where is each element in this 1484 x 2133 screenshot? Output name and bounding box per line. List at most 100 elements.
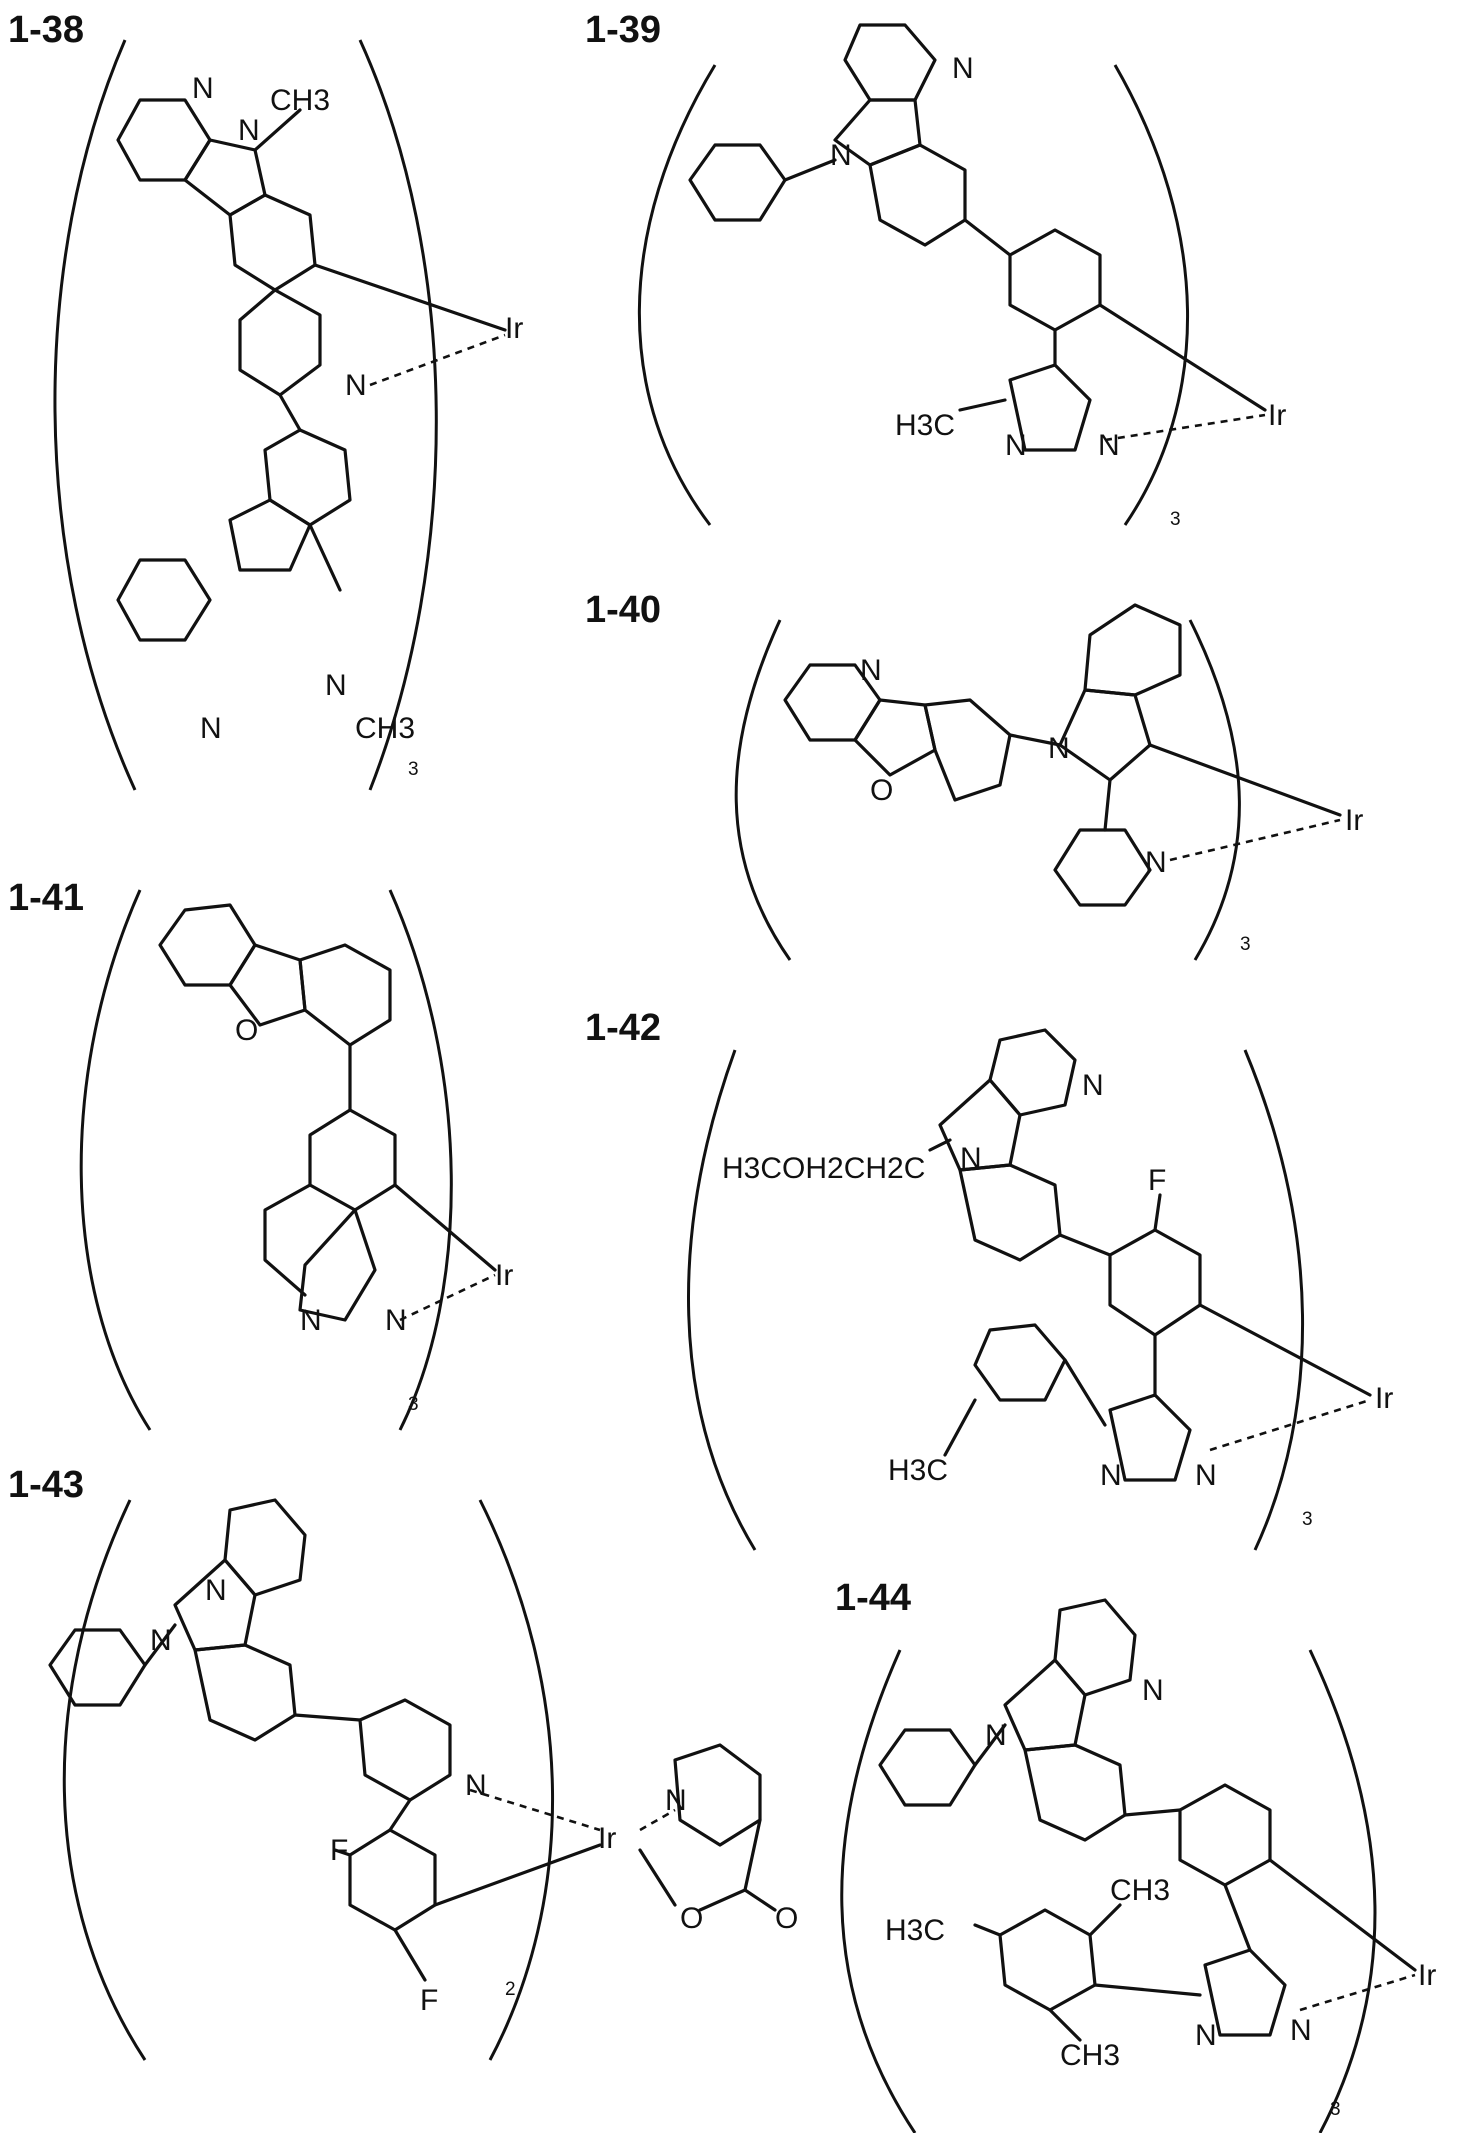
methyl-bond <box>1090 1905 1120 1935</box>
pyrrole-ring <box>1005 1660 1085 1750</box>
benzene-ring <box>230 195 315 290</box>
atom-label: CH3 <box>1110 1874 1170 1907</box>
left-bracket <box>55 40 135 790</box>
benzene-ring <box>160 905 255 985</box>
compound-label: 1-41 <box>8 877 84 919</box>
ir-carbon-bond <box>435 1845 600 1905</box>
atom-label: N <box>1195 2019 1217 2052</box>
atom-label: N <box>830 139 852 172</box>
fluoro-bond <box>1155 1195 1160 1230</box>
pyrrole-ring <box>185 140 265 215</box>
atom-label: F <box>420 1984 438 2017</box>
compound-label: 1-44 <box>835 1577 911 1619</box>
atom-label: H3C <box>885 1914 945 1947</box>
pyridine-ring <box>360 1700 450 1800</box>
pyridine-ring <box>1055 1600 1135 1695</box>
left-bracket <box>688 1050 755 1550</box>
atom-label: CH3 <box>270 84 330 117</box>
compound-label: 1-39 <box>585 9 661 51</box>
benzene-ring <box>870 145 965 245</box>
compound-1-38: 1-38 N N CH3 N N N CH3 Ir 3 <box>8 9 523 790</box>
n-aryl-bond <box>1095 1985 1200 1995</box>
methyl-bond <box>310 525 340 590</box>
methyl-bond <box>1050 2010 1080 2040</box>
atom-label: N <box>665 1784 687 1817</box>
compound-1-39: 1-39 N N H3C N N Ir 3 <box>585 9 1286 530</box>
ir-nitrogen-coordination <box>1170 820 1340 860</box>
right-bracket <box>1115 65 1188 525</box>
alkyl-bond <box>930 1140 950 1150</box>
metal-label: Ir <box>495 1259 513 1292</box>
ir-nitrogen-coordination <box>1105 415 1265 440</box>
atom-label: H3COH2CH2C <box>722 1152 925 1185</box>
left-bracket <box>81 890 150 1430</box>
metal-label: Ir <box>1268 399 1286 432</box>
multiplicity: 3 <box>1170 509 1181 530</box>
multiplicity: 2 <box>505 1979 516 2000</box>
benzene-ring <box>960 1165 1060 1260</box>
n-phenyl-bond <box>785 160 835 180</box>
left-bracket <box>842 1650 915 2133</box>
right-bracket <box>1245 1050 1303 1550</box>
pyrrole-ring <box>230 500 310 570</box>
atom-label: N <box>952 52 974 85</box>
linker-bond <box>390 1800 410 1830</box>
right-bracket <box>390 890 451 1430</box>
atom-label: N <box>1048 732 1070 765</box>
multiplicity: 3 <box>1302 1509 1313 1530</box>
carboxylate-bonds <box>700 1820 760 1910</box>
phenyl-ring <box>690 145 785 220</box>
atom-label: N <box>1098 429 1120 462</box>
n-aryl-bond <box>1065 1360 1105 1425</box>
atom-label: N <box>1290 2014 1312 2047</box>
ir-carbon-bond <box>395 1185 495 1270</box>
metal-label: Ir <box>1418 1959 1436 1992</box>
atom-label: N <box>465 1769 487 1802</box>
furan-ring <box>230 945 305 1025</box>
compound-1-40: 1-40 N O N N Ir 3 <box>585 589 1363 960</box>
atom-label: H3C <box>888 1454 948 1487</box>
atom-label: O <box>680 1902 703 1935</box>
atom-label: CH3 <box>1060 2039 1120 2072</box>
atom-label: N <box>238 114 260 147</box>
metal-label: Ir <box>505 312 523 345</box>
phenyl-ring <box>1180 1785 1270 1885</box>
pyridine-ring <box>118 100 210 180</box>
pyridine-ring <box>990 1030 1075 1115</box>
central-pyridine-ring <box>240 290 320 395</box>
imidazole-ring <box>1205 1950 1285 2035</box>
benzene-ring <box>1025 1745 1125 1840</box>
benzene-ring <box>265 430 350 525</box>
atom-label: N <box>385 1304 407 1337</box>
atom-label: N <box>1195 1459 1217 1492</box>
benzene-ring <box>925 700 1010 800</box>
methyl-bond <box>945 1400 975 1455</box>
pyridine-ring <box>225 1500 305 1595</box>
atom-label: N <box>1142 1674 1164 1707</box>
ir-carbon-bond <box>1200 1305 1370 1395</box>
methyl-bond <box>960 400 1005 410</box>
atom-label: CH3 <box>355 712 415 745</box>
metal-label: Ir <box>598 1822 616 1855</box>
atom-label: H3C <box>895 409 955 442</box>
compound-1-41: 1-41 O N N Ir 3 <box>8 877 513 1430</box>
atom-label: O <box>235 1014 258 1047</box>
phenyl-ring <box>880 1730 975 1805</box>
atom-label: N <box>200 712 222 745</box>
benzene-ring <box>195 1645 295 1740</box>
compound-label: 1-38 <box>8 9 84 51</box>
atom-label: N <box>985 1719 1007 1752</box>
atom-label: N <box>960 1142 982 1175</box>
right-bracket <box>480 1500 553 2060</box>
ir-carbon-bond <box>1270 1860 1415 1970</box>
picolinate-ring <box>675 1745 760 1845</box>
compound-label: 1-43 <box>8 1464 84 1506</box>
ir-carbon-bond <box>1150 745 1340 815</box>
atom-label: F <box>330 1834 348 1867</box>
right-bracket <box>360 40 436 790</box>
atom-label: O <box>870 774 893 807</box>
atom-label: N <box>1100 1459 1122 1492</box>
phenyl-ring <box>310 1110 395 1210</box>
phenyl-ring <box>50 1630 145 1705</box>
compound-label: 1-40 <box>585 589 661 631</box>
